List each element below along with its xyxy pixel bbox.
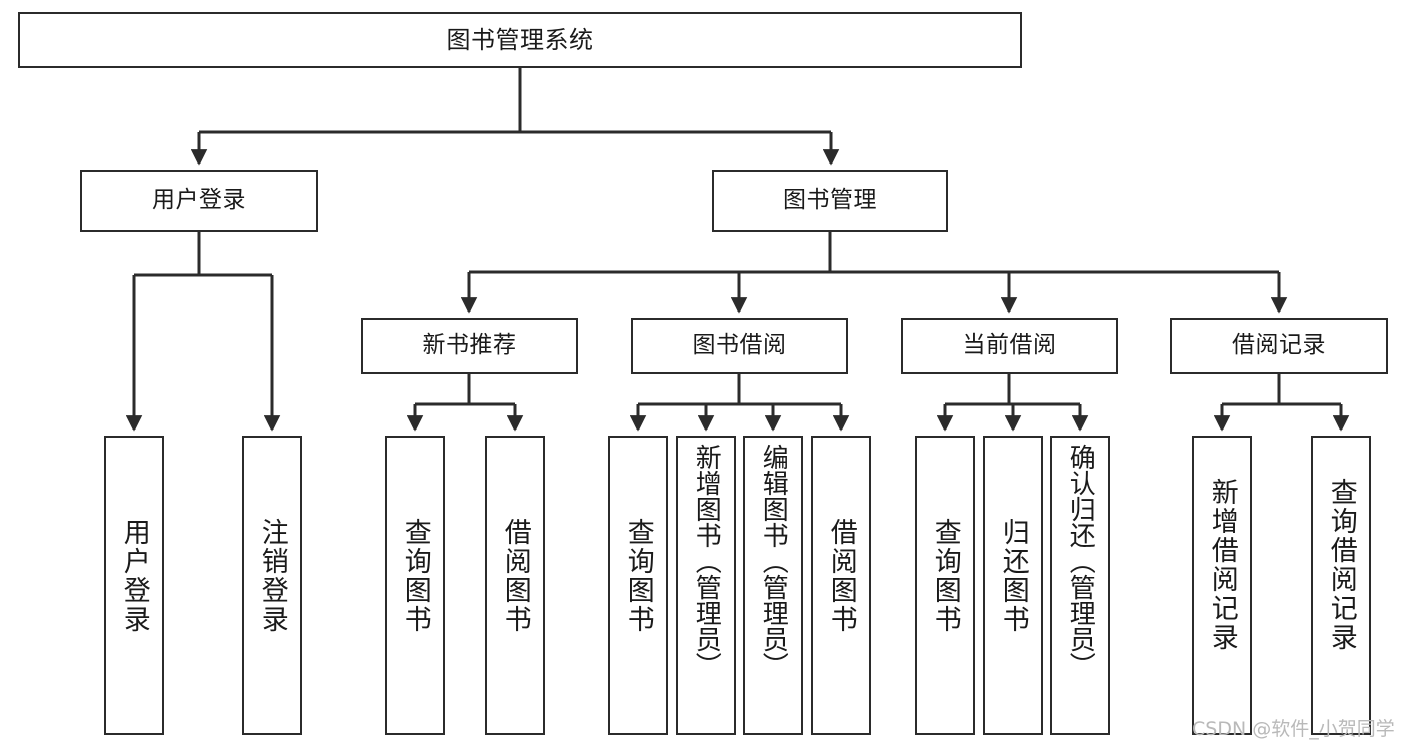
node-user-login-label: 用户登录 — [152, 187, 246, 214]
node-leaf-edit-book[interactable]: 编辑图书（管理员） — [743, 436, 803, 735]
node-new-book-recommend[interactable]: 新书推荐 — [361, 318, 578, 374]
node-borrow-record-label: 借阅记录 — [1232, 332, 1326, 359]
node-leaf-return-book-label: 归还图书 — [997, 518, 1029, 634]
node-leaf-query-book-cur-label: 查询图书 — [929, 518, 961, 634]
node-leaf-edit-book-label: 编辑图书（管理员） — [758, 444, 789, 678]
node-book-borrow-label: 图书借阅 — [692, 332, 787, 359]
node-leaf-query-book-rec[interactable]: 查询图书 — [385, 436, 445, 735]
node-leaf-borrow-book-bor-label: 借阅图书 — [825, 518, 857, 634]
node-leaf-query-record-label: 查询借阅记录 — [1325, 478, 1357, 652]
node-borrow-record[interactable]: 借阅记录 — [1170, 318, 1388, 374]
node-leaf-logout-label: 注销登录 — [256, 518, 288, 634]
node-leaf-borrow-book-rec-label: 借阅图书 — [499, 518, 531, 634]
node-leaf-query-book-rec-label: 查询图书 — [399, 518, 431, 634]
node-leaf-query-book-cur[interactable]: 查询图书 — [915, 436, 975, 735]
node-new-book-recommend-label: 新书推荐 — [422, 332, 517, 359]
node-leaf-borrow-book-rec[interactable]: 借阅图书 — [485, 436, 545, 735]
node-root-label: 图书管理系统 — [446, 25, 594, 54]
node-leaf-add-book[interactable]: 新增图书（管理员） — [676, 436, 736, 735]
node-leaf-add-record-label: 新增借阅记录 — [1206, 478, 1238, 652]
node-book-manage-label: 图书管理 — [783, 187, 877, 214]
node-user-login[interactable]: 用户登录 — [80, 170, 318, 232]
watermark-text: CSDN @软件_小贺同学 — [1192, 718, 1395, 740]
node-book-borrow[interactable]: 图书借阅 — [631, 318, 848, 374]
node-leaf-query-book-bor-label: 查询图书 — [622, 518, 654, 634]
node-leaf-confirm-return[interactable]: 确认归还（管理员） — [1050, 436, 1110, 735]
node-leaf-logout[interactable]: 注销登录 — [242, 436, 302, 735]
node-leaf-user-login-label: 用户登录 — [118, 518, 150, 634]
node-leaf-query-record[interactable]: 查询借阅记录 — [1311, 436, 1371, 735]
node-leaf-user-login[interactable]: 用户登录 — [104, 436, 164, 735]
node-book-manage[interactable]: 图书管理 — [712, 170, 948, 232]
node-leaf-borrow-book-bor[interactable]: 借阅图书 — [811, 436, 871, 735]
node-current-borrow[interactable]: 当前借阅 — [901, 318, 1118, 374]
node-leaf-confirm-return-label: 确认归还（管理员） — [1065, 444, 1096, 678]
node-leaf-add-book-label: 新增图书（管理员） — [691, 444, 722, 678]
node-leaf-add-record[interactable]: 新增借阅记录 — [1192, 436, 1252, 735]
node-root[interactable]: 图书管理系统 — [18, 12, 1022, 68]
node-current-borrow-label: 当前借阅 — [962, 332, 1057, 359]
node-leaf-query-book-bor[interactable]: 查询图书 — [608, 436, 668, 735]
node-leaf-return-book[interactable]: 归还图书 — [983, 436, 1043, 735]
